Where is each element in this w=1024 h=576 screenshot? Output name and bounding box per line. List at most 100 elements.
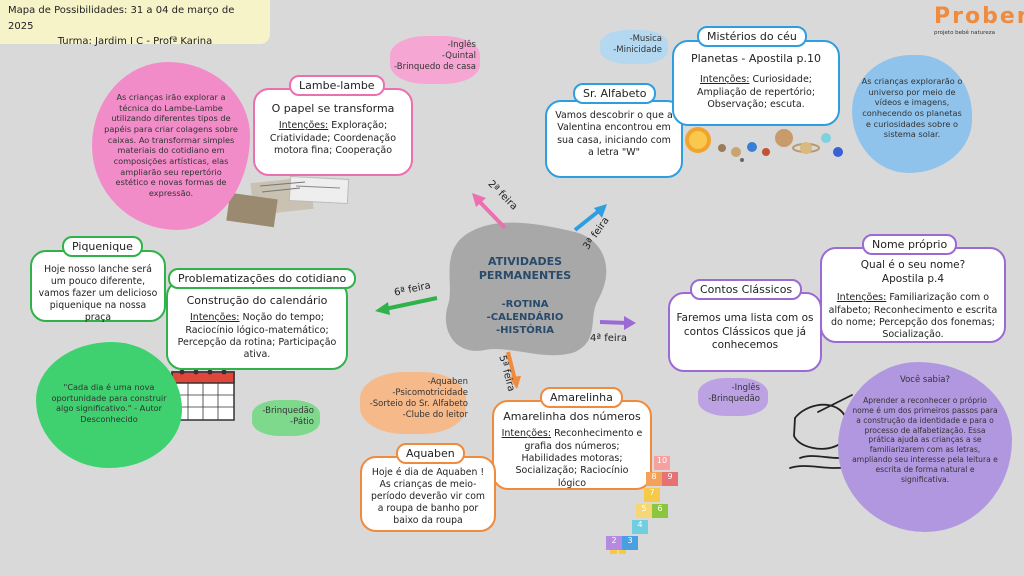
lambe-extra-brinquedo: -Brinquedo de casa [394,62,476,73]
misterios-description: As crianças explorarão o universo por me… [861,76,963,140]
lambe-extras: -Inglês -Quintal -Brinquedo de casa [390,40,476,73]
lambe-int-label: Intenções: [278,120,329,132]
center-items: -ROTINA -CALENDÁRIO -HISTÓRIA [470,298,580,337]
tuesday-arrow [573,204,607,232]
lambe-extra-quintal: -Quintal [441,51,476,62]
lambe-description: As crianças irão explorar a técnica do L… [104,92,238,198]
calendar-image [171,369,235,421]
nome-int-label: Intenções: [836,292,887,304]
hop-cell: 1 [610,550,626,554]
contos-box: Faremos uma lista com os contos Clássico… [668,292,822,372]
lambe-intentions: Intenções: Exploração; Criatividade; Coo… [261,120,405,157]
piquenique-text: Hoje nosso lanche será um pouco diferent… [38,264,158,324]
hop-cell: 8 [646,472,662,486]
lambe-box: O papel se transforma Intenções: Explora… [253,88,413,176]
paper-collage-image [226,175,350,228]
lambe-extras-blob [390,36,480,84]
problem-extra-brinquedao: -Brinquedão [262,406,314,416]
problem-int-label: Intenções: [190,312,240,324]
problem-int-text: Noção do tempo; Raciocínio lógico-matemá… [177,312,337,361]
problem-extra-patio: -Pátio [290,417,314,428]
header-line-2: Turma: Jardim I C - Profª Karina [57,36,213,47]
problem-extras: -Brinquedão -Pátio [250,406,314,428]
center-item-historia: -HISTÓRIA [496,325,554,336]
contos-extras: -Inglês -Brinquedão [698,383,760,405]
planets-image [685,127,843,162]
amarelinha-extra-clube: -Clube do leitor [402,410,468,421]
hop-cell: 3 [622,536,638,550]
day-label-wednesday: 4ª feira [590,333,627,344]
nome-box: Qual é o seu nome? Apostila p.4 Intençõe… [820,247,1006,343]
voce-sabia-text: Aprender a reconhecer o próprio nome é u… [852,396,998,484]
alfabeto-box: Vamos descobrir o que a Valentina encont… [545,100,683,178]
center-title: ATIVIDADES PERMANENTES [478,255,572,283]
nome-tag: Nome próprio [862,234,958,255]
lambe-tag: Lambe-lambe [289,75,385,96]
quote-text: "Cada dia é uma nova oportunidade para c… [51,382,167,424]
hopscotch-image: 10 9 8 7 6 5 4 3 2 1 [604,454,694,554]
amarelinha-title: Amarelinha dos números [503,410,641,423]
amarelinha-intentions: Intenções: Reconhecimento e grafia dos n… [500,428,644,490]
quote-blob [36,342,182,468]
problem-box: Construção do calendário Intenções: Noçã… [166,280,348,370]
lambe-int-text: Exploração; Criatividade; Coordenação mo… [269,120,397,156]
problem-intentions: Intenções: Noção do tempo; Raciocínio ló… [174,312,340,361]
misterios-extras-blob [600,30,668,64]
wednesday-arrow [599,316,636,330]
logo: Proben projeto bebê natureza [934,4,1024,37]
amarelinha-extras-blob [360,372,466,434]
thursday-arrow [506,351,521,389]
misterios-int-text: Curiosidade; Ampliação de repertório; Ob… [696,74,816,110]
amarelinha-extras: -Aquaben -Psicomotricidade -Sorteio do S… [350,377,468,421]
monday-arrow [472,193,507,230]
hop-cell: 7 [644,488,660,502]
misterios-int-label: Intenções: [699,74,750,86]
amarelinha-int-text: Reconhecimento e grafia dos números; Hab… [515,428,643,489]
voce-sabia-blob [838,362,1012,532]
contos-tag: Contos Clássicos [690,279,803,300]
aquaben-box: Hoje é dia de Aquaben ! As crianças de m… [360,456,496,532]
center-item-rotina: -ROTINA [501,299,549,310]
nome-intentions: Intenções: Familiarização com o alfabeto… [828,292,998,341]
header-line-1: Mapa de Possibilidades: 31 a 04 de março… [8,5,235,32]
misterios-extra-musica: -Musica [629,34,662,44]
amarelinha-box: Amarelinha dos números Intenções: Reconh… [492,400,652,490]
contos-extra-brinquedao: -Brinquedão [708,394,760,405]
hop-cell: 6 [652,504,668,518]
center-item-calendario: -CALENDÁRIO [486,312,564,323]
misterios-extras: -Musica -Minicidade [600,34,662,56]
logo-name: Proben [934,4,1024,29]
problem-extras-blob [252,400,320,436]
aquaben-tag: Aquaben [396,443,465,464]
logo-subtitle: projeto bebê natureza [934,30,995,36]
contos-extra-ingles: -Inglês [731,383,760,393]
amarelinha-extra-aquaben: -Aquaben [427,377,468,387]
alfabeto-tag: Sr. Alfabeto [573,83,657,104]
header-box: Mapa de Possibilidades: 31 a 04 de março… [0,0,270,47]
hop-cell: 5 [636,504,652,518]
misterios-box: Planetas - Apostila p.10 Intenções: Curi… [672,40,840,126]
nome-title-2: Apostila p.4 [881,272,945,285]
hop-cell: 2 [606,536,622,550]
hop-cell: 4 [632,520,648,534]
misterios-intentions: Intenções: Curiosidade; Ampliação de rep… [680,74,832,111]
hop-cell: 10 [654,456,670,470]
nome-title-1: Qual é o seu nome? [860,259,966,271]
contos-extras-blob [698,378,768,416]
misterios-tag: Mistérios do céu [697,26,807,47]
friday-arrow [375,296,438,315]
lambe-description-blob [92,62,250,230]
aquaben-text: Hoje é dia de Aquaben ! As crianças de m… [371,467,485,527]
alfabeto-text: Vamos descobrir o que a Valentina encont… [555,110,673,159]
center-blob [445,222,607,356]
problem-title: Construção do calendário [186,294,328,307]
piquenique-box: Hoje nosso lanche será um pouco diferent… [30,250,166,324]
misterios-title: Planetas - Apostila p.10 [690,52,822,65]
amarelinha-int-label: Intenções: [501,428,552,440]
amarelinha-extra-sorteio: -Sorteio do Sr. Alfabeto [369,399,468,410]
contos-text: Faremos uma lista com os contos Clássico… [676,312,814,352]
misterios-extra-minicidade: -Minicidade [613,45,662,56]
amarelinha-tag: Amarelinha [540,387,623,408]
problem-tag: Problematizações do cotidiano [168,268,357,289]
